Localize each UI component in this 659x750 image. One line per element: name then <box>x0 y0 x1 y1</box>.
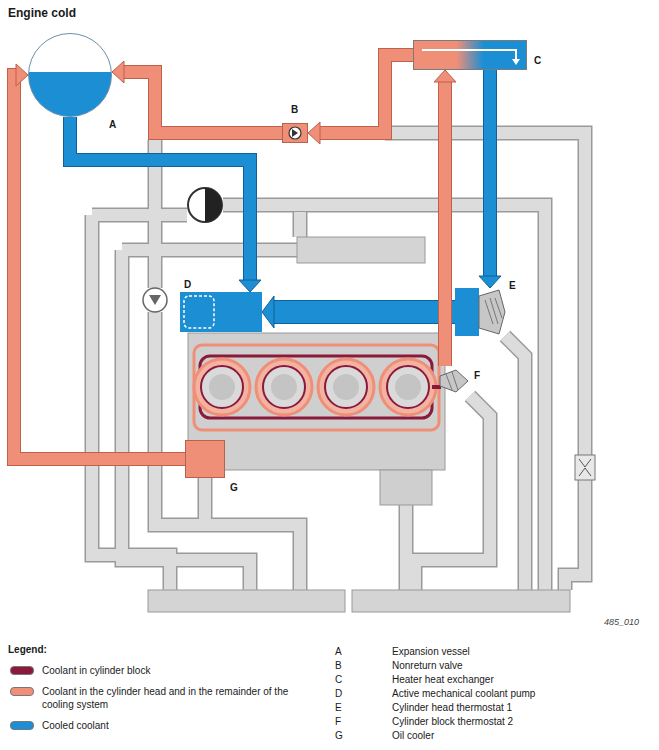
flow-line <box>422 50 516 63</box>
thermostat-housing: E <box>455 288 505 336</box>
coolant-pipe <box>112 61 282 133</box>
legend-heading: Legend: <box>8 644 47 656</box>
key-description: Heater heat exchanger <box>392 674 494 686</box>
component-shape <box>283 124 309 144</box>
callout-letter: A <box>109 119 116 131</box>
key-letter: E <box>335 702 342 714</box>
key-description: Cylinder block thermostat 2 <box>392 716 513 728</box>
callout-letter: F <box>474 370 480 382</box>
legend-text: Coolant in the cylinder head and in the … <box>42 685 292 711</box>
key-description: Nonreturn valve <box>392 660 463 672</box>
valve-symbol <box>143 288 167 312</box>
callout-letter: C <box>534 55 541 67</box>
component-shape <box>180 292 262 332</box>
arrow-head <box>262 296 274 328</box>
coolant-pump: D <box>180 292 262 332</box>
pipe-outline <box>483 70 497 276</box>
legend-row: Coolant in cylinder block <box>10 664 310 677</box>
legend-row: Coolant in the cylinder head and in the … <box>10 685 310 711</box>
legend-swatch <box>10 687 34 696</box>
arrow-head <box>16 64 28 86</box>
pipe-outline <box>70 117 250 280</box>
legend-swatch <box>10 721 34 730</box>
pipe-body <box>439 82 451 366</box>
thermostat-body <box>440 370 468 392</box>
engine-block <box>188 333 445 470</box>
legend-text: Cooled coolant <box>42 719 292 732</box>
component-shape <box>455 288 505 336</box>
callout-letter: B <box>291 104 298 116</box>
thermostat-inlet <box>455 288 479 336</box>
grey-pipe <box>92 133 585 590</box>
legend-swatch <box>10 666 34 675</box>
component-shape <box>414 41 528 71</box>
pipe-outline <box>438 82 452 366</box>
auxiliary-unit <box>297 237 425 263</box>
legend-row: Cooled coolant <box>10 719 310 732</box>
radiator <box>352 590 570 612</box>
pipe-outline <box>320 55 413 133</box>
key-letter: D <box>335 688 342 700</box>
thermostat-spring <box>446 372 458 390</box>
key-letter: F <box>335 716 341 728</box>
pipe-outline <box>124 72 282 133</box>
pump-impeller-outline <box>184 296 214 328</box>
callout-letter: E <box>509 280 516 292</box>
arrow-head <box>239 280 261 292</box>
cylinders <box>194 359 436 415</box>
pipe-outline <box>274 300 455 324</box>
arrow-head <box>434 70 456 82</box>
key-description: Expansion vessel <box>392 646 470 658</box>
pipe-body <box>484 70 496 276</box>
callout-letter: D <box>184 279 191 291</box>
coolant-pipe <box>479 70 501 288</box>
key-description: Oil cooler <box>392 730 434 742</box>
grey-pipe-outline <box>92 133 585 590</box>
arrow-head <box>308 122 320 144</box>
pipe-body <box>274 301 455 323</box>
key-letter: A <box>335 646 342 658</box>
coolant-pipe <box>434 70 456 366</box>
legend: Coolant in cylinder blockCoolant in the … <box>10 664 310 740</box>
oil-cooler: G <box>185 440 225 478</box>
key-description: Cylinder head thermostat 1 <box>392 702 512 714</box>
thermostat: F <box>440 366 470 396</box>
engine-sump <box>380 470 432 505</box>
head-coolant-jacket <box>194 345 439 430</box>
diagram-title: Engine cold <box>8 6 76 20</box>
valve-ring <box>289 127 301 139</box>
throttle-symbol <box>575 455 595 480</box>
component-shape <box>440 366 470 396</box>
key-description: Active mechanical coolant pump <box>392 688 535 700</box>
key-letter: B <box>335 660 342 672</box>
heater-heat-exchanger: C <box>413 40 527 70</box>
legend-text: Coolant in cylinder block <box>42 664 292 677</box>
valve-ball <box>292 129 298 137</box>
electric-pump-symbol <box>188 188 222 222</box>
pipe-body <box>320 55 413 133</box>
key-letter: C <box>335 674 342 686</box>
pipe-body <box>124 72 282 133</box>
coolant-pipe <box>70 117 261 292</box>
key-letter: G <box>335 730 343 742</box>
coolant-pipe <box>308 55 413 144</box>
coolant-pipe <box>262 296 455 328</box>
pipe-body <box>70 117 250 280</box>
arrow-head <box>112 61 124 83</box>
arrow-head <box>479 276 501 288</box>
thermostat-spring <box>485 298 502 324</box>
flow-arrow <box>512 59 520 65</box>
thermostat-body <box>479 290 505 334</box>
figure-number: 485_010 <box>604 616 639 628</box>
expansion-vessel: A <box>28 33 112 117</box>
radiator <box>148 590 345 612</box>
callout-letter: G <box>230 482 238 494</box>
nonreturn-valve: B <box>282 123 308 143</box>
